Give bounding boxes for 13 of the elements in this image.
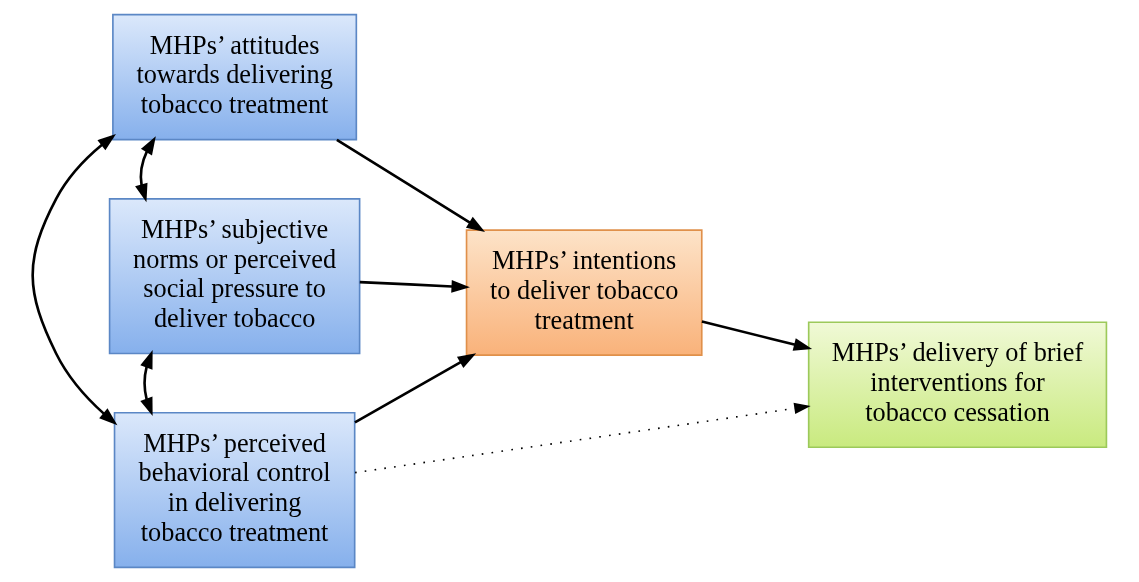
arrow [359,279,470,293]
arrow [135,136,156,203]
node-box: MHPs’ perceived behavioral control in delivering tobacco treatment [113,411,356,569]
node-box: MHPs’ attitudes towards delivering tobacco treatment [112,13,358,141]
arrow [354,353,477,424]
arrow [701,320,813,351]
arrow [336,138,485,232]
node-box: MHPs’ delivery of brief interventions for tobacco cessation [807,321,1108,449]
arrow [140,350,153,417]
node-box: MHPs’ intentions to deliver tobacco treatment [465,229,703,356]
arrow [354,402,811,474]
node-box: MHPs’ subjective norms or perceived social pressure to deliver tobacco [108,198,361,355]
arrow [31,133,118,426]
